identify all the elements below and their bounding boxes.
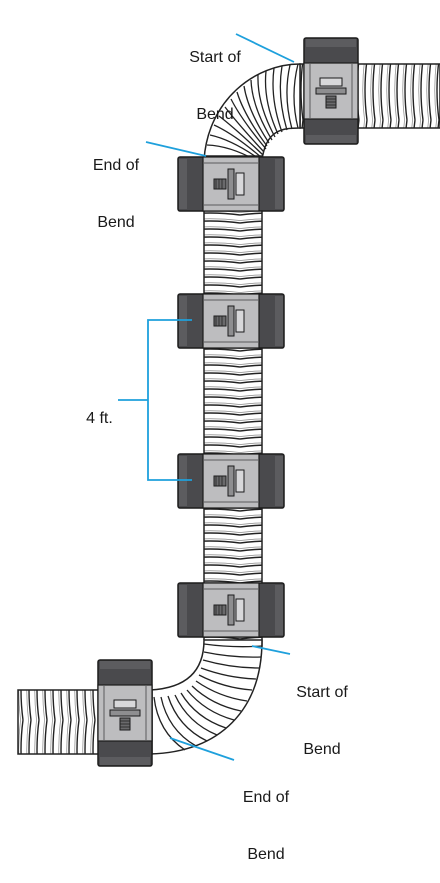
pipe-hanger-clamp — [177, 156, 285, 212]
leader-end-bottom — [169, 737, 235, 761]
leader-start-bottom — [251, 645, 291, 655]
leader-lines — [118, 33, 295, 761]
pipe-hanger-clamp — [177, 453, 285, 509]
pipe-bend-diagram — [17, 33, 440, 767]
corrugated-pipe — [17, 63, 440, 755]
pipe-hanger-clamp — [97, 659, 153, 767]
pipe-hanger-clamp — [303, 37, 359, 145]
label-start-of-bend-bottom: Start of Bend — [296, 684, 348, 758]
label-end-of-bend-top: End of Bend — [92, 157, 140, 231]
pipe-hanger-clamp — [177, 582, 285, 638]
leader-start-top — [235, 33, 295, 63]
label-start-of-bend-top: Start of Bend — [189, 49, 241, 123]
label-spacing: 4 ft. — [86, 410, 113, 427]
leader-end-top — [145, 141, 207, 157]
label-end-of-bend-bottom: End of Bend — [242, 789, 290, 863]
pipe-hanger-clamp — [177, 293, 285, 349]
